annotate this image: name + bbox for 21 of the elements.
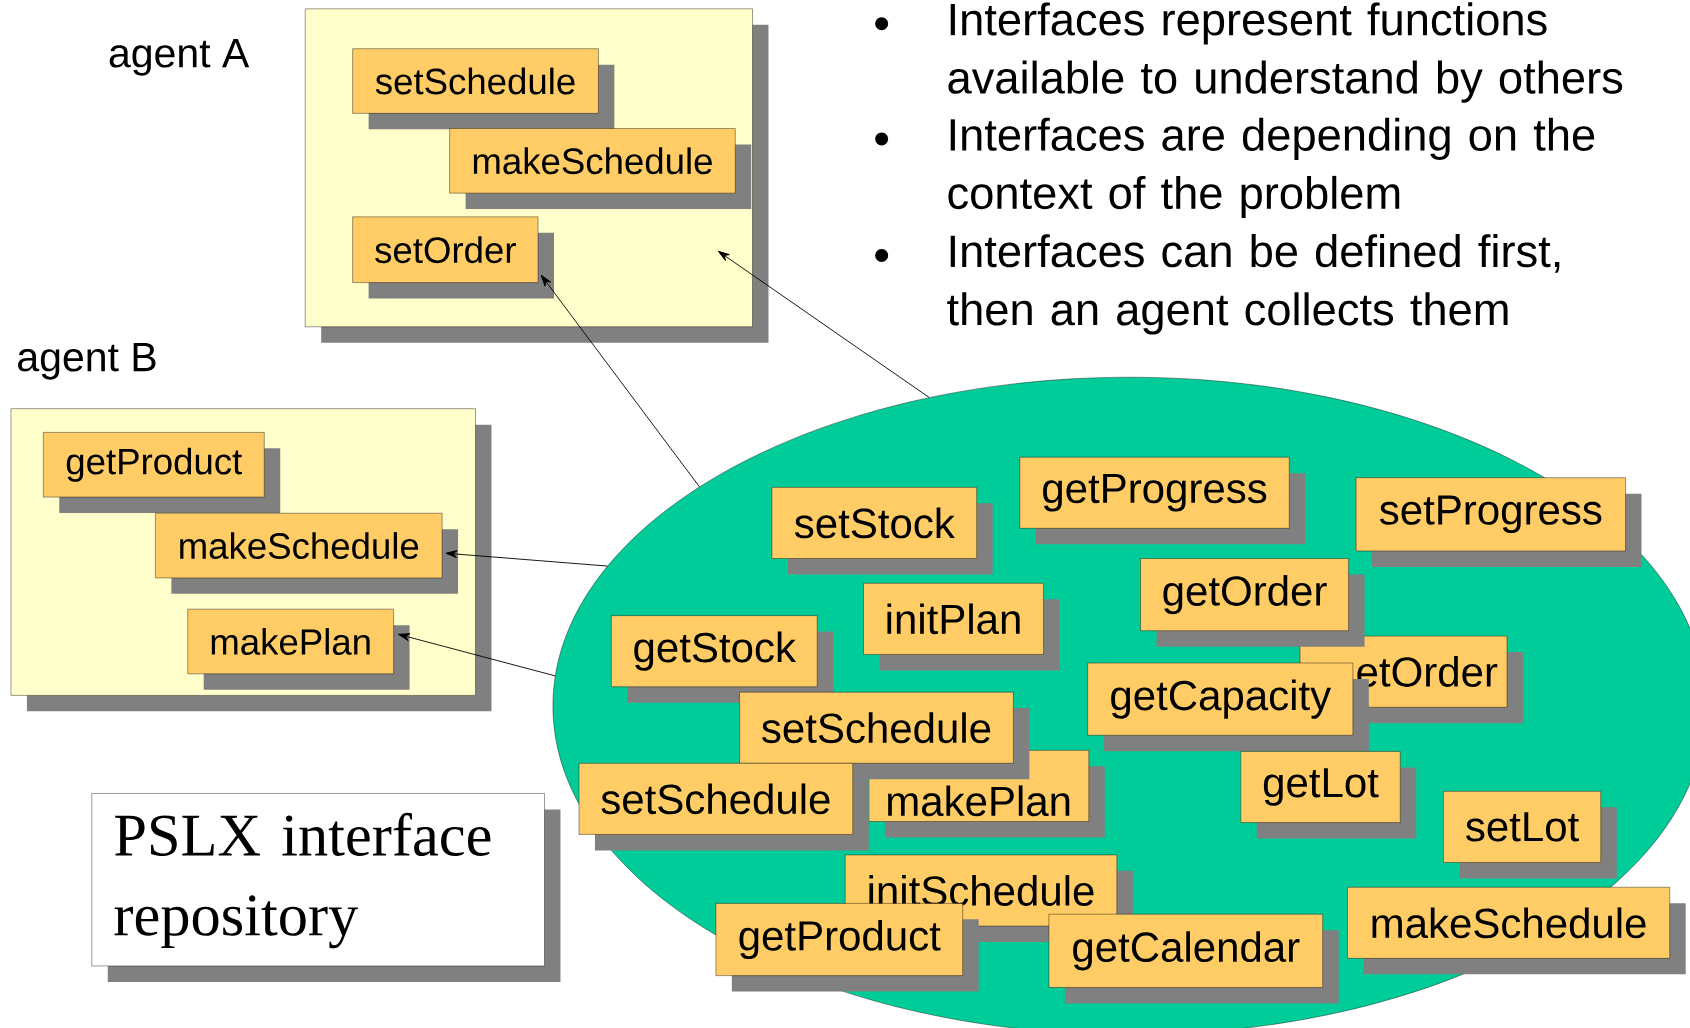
- interface-box: setProgress: [1355, 477, 1642, 567]
- arrow: [540, 274, 700, 488]
- interface-box: makeSchedule: [1347, 886, 1686, 975]
- bullet-text: Interfaces can be defined first, then an agent collects them: [947, 233, 1560, 335]
- interface-box: getProgress: [1019, 456, 1306, 545]
- agent-label: agent A: [109, 38, 250, 76]
- interface-box: setSchedule: [578, 762, 869, 851]
- arrow: [717, 250, 930, 398]
- interface-box: getLot: [1240, 751, 1417, 839]
- interface-box: setLot: [1443, 791, 1617, 879]
- bullet-text: Interfaces are depending on the context of the problem: [948, 117, 1595, 218]
- interface-box: setSchedule: [739, 691, 1030, 780]
- interface-box: getOrder: [1140, 558, 1365, 647]
- interface-box: getCalendar: [1048, 913, 1339, 1004]
- agent-label: agent B: [18, 342, 156, 380]
- interface-box: setStock: [771, 487, 993, 575]
- bullet-text: Interfaces represent functions available to understand by others: [948, 2, 1623, 103]
- arrow: [445, 550, 608, 567]
- interface-box: initPlan: [863, 582, 1060, 671]
- title-box: PSLX interface repository: [91, 793, 561, 982]
- interface-box: getStock: [611, 615, 834, 703]
